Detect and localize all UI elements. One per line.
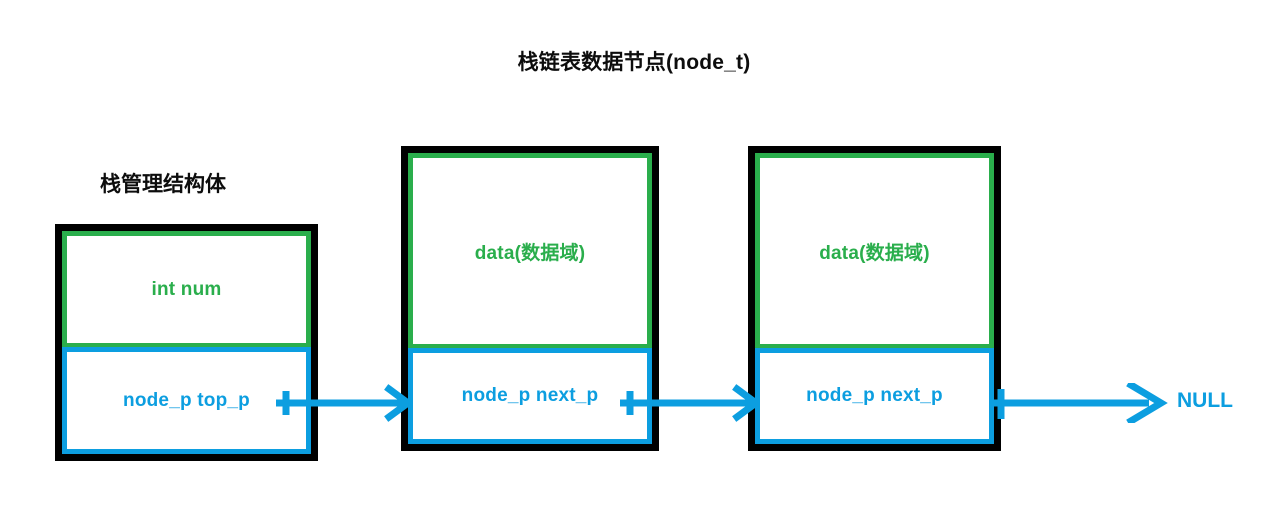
- pointer-arrow-icon-3: [993, 383, 1168, 423]
- field-next-p-1-label: node_p next_p: [461, 385, 599, 406]
- pointer-arrow-icon-1: [276, 384, 412, 422]
- field-next-p-2: node_p next_p: [755, 348, 994, 444]
- field-data-1: data(数据域): [408, 153, 652, 349]
- stack-struct-caption: 栈管理结构体: [100, 173, 226, 196]
- field-data-2: data(数据域): [755, 153, 994, 349]
- field-data-2-label: data(数据域): [819, 242, 930, 264]
- page-title: 栈链表数据节点(node_t): [517, 51, 751, 74]
- field-top-p: node_p top_p: [62, 347, 311, 454]
- stack-struct-box: int num node_p top_p: [55, 224, 318, 461]
- null-terminator-label: NULL: [1177, 389, 1233, 412]
- field-int-num-label: int num: [151, 278, 222, 300]
- field-int-num: int num: [62, 231, 311, 348]
- field-next-p-1: node_p next_p: [408, 348, 652, 444]
- field-data-1-label: data(数据域): [474, 242, 586, 264]
- node-box-2: data(数据域) node_p next_p: [748, 146, 1001, 451]
- field-top-p-label: node_p top_p: [123, 389, 250, 411]
- node-box-1: data(数据域) node_p next_p: [401, 146, 659, 451]
- pointer-arrow-icon-2: [620, 384, 760, 422]
- field-next-p-2-label: node_p next_p: [806, 385, 943, 406]
